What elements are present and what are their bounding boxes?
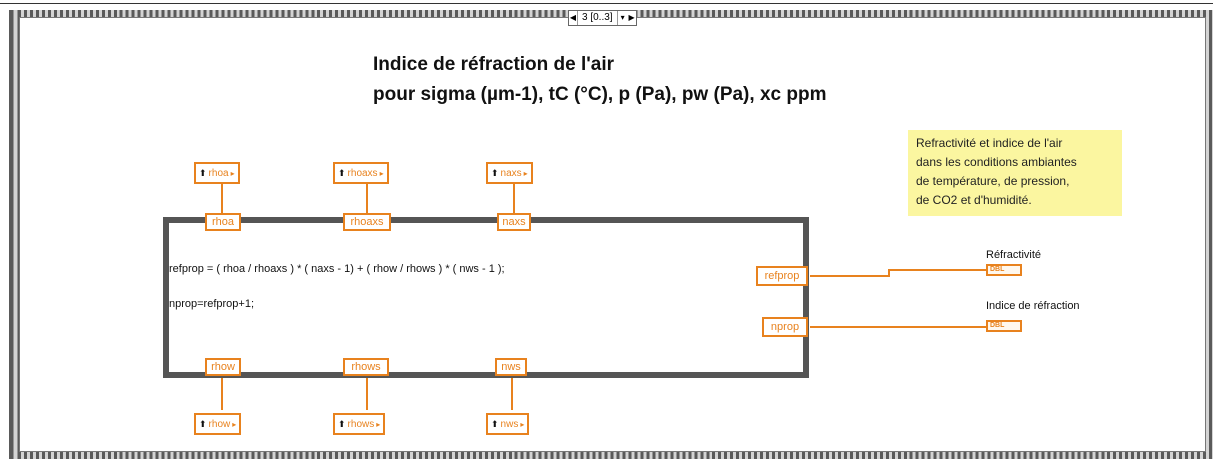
terminal-arrow-icon: ▸: [232, 419, 237, 429]
frame-selector-label[interactable]: 3 [0..3]: [577, 11, 618, 25]
local-variable-icon: ⬆: [491, 167, 499, 178]
comment-line: de température, de pression,: [916, 174, 1070, 188]
local-variable-nws[interactable]: ⬆ nws ▸: [486, 413, 530, 435]
local-variable-icon: ⬆: [491, 418, 499, 429]
formula-expression-line[interactable]: nprop=refprop+1;: [169, 298, 255, 310]
local-variable-label: rhows: [347, 418, 375, 430]
terminal-arrow-icon: ▸: [379, 168, 384, 178]
refractive-index-indicator[interactable]: DBL: [986, 320, 1022, 332]
local-variable-icon: ⬆: [199, 167, 207, 178]
refractivity-indicator[interactable]: DBL: [986, 264, 1022, 276]
indicator-label: Réfractivité: [986, 249, 1042, 261]
terminal-arrow-icon: ▸: [520, 419, 525, 429]
wire[interactable]: [810, 275, 890, 277]
local-variable-label: naxs: [500, 167, 522, 179]
local-variable-label: nws: [500, 418, 519, 430]
formula-input-terminal[interactable]: nws: [495, 358, 527, 376]
diagram-subtitle: pour sigma (µm-1), tC (°C), p (Pa), pw (…: [373, 84, 827, 105]
terminal-arrow-icon: ▸: [523, 168, 528, 178]
local-variable-icon: ⬆: [338, 167, 346, 178]
comment-line: Refractivité et indice de l'air: [916, 136, 1063, 150]
wire[interactable]: [513, 184, 515, 214]
sequence-frame-selector[interactable]: ◀ 3 [0..3] ▾ ▶: [568, 10, 637, 26]
wire[interactable]: [366, 184, 368, 214]
local-variable-label: rhow: [208, 418, 231, 430]
wire[interactable]: [221, 374, 223, 410]
formula-input-terminal[interactable]: rhoa: [205, 213, 241, 231]
formula-output-terminal[interactable]: refprop: [756, 266, 808, 286]
terminal-arrow-icon: ▸: [376, 419, 381, 429]
wire[interactable]: [366, 374, 368, 410]
wire[interactable]: [888, 269, 890, 277]
formula-expression-line[interactable]: refprop = ( rhoa / rhoaxs ) * ( naxs - 1…: [169, 263, 505, 275]
formula-input-terminal[interactable]: rhows: [343, 358, 389, 376]
formula-input-terminal[interactable]: rhow: [205, 358, 241, 376]
formula-output-terminal[interactable]: nprop: [762, 317, 808, 337]
comment-line: de CO2 et d'humidité.: [916, 193, 1032, 207]
local-variable-label: rhoaxs: [347, 167, 378, 179]
wire[interactable]: [890, 269, 988, 271]
formula-node[interactable]: [163, 217, 809, 378]
comment-line: dans les conditions ambiantes: [916, 155, 1077, 169]
wire[interactable]: [511, 374, 513, 410]
frame-dropdown-icon[interactable]: ▾: [620, 13, 625, 22]
increment-frame-icon[interactable]: ▶: [628, 13, 635, 22]
local-variable-rhoaxs[interactable]: ⬆ rhoaxs ▸: [333, 162, 389, 184]
wire[interactable]: [221, 184, 223, 214]
indicator-label: Indice de réfraction: [986, 300, 1080, 312]
top-divider-line: [0, 3, 1213, 4]
comment-label[interactable]: Refractivité et indice de l'air dans les…: [908, 130, 1122, 216]
local-variable-rhow[interactable]: ⬆ rhow ▸: [194, 413, 242, 435]
local-variable-rhows[interactable]: ⬆ rhows ▸: [333, 413, 386, 435]
wire[interactable]: [810, 326, 988, 328]
formula-input-terminal[interactable]: rhoaxs: [343, 213, 391, 231]
local-variable-naxs[interactable]: ⬆ naxs ▸: [486, 162, 533, 184]
formula-input-terminal[interactable]: naxs: [497, 213, 531, 231]
local-variable-rhoa[interactable]: ⬆ rhoa ▸: [194, 162, 240, 184]
decrement-frame-icon[interactable]: ◀: [569, 13, 577, 22]
diagram-title: Indice de réfraction de l'air: [373, 54, 615, 75]
local-variable-label: rhoa: [208, 167, 229, 179]
terminal-arrow-icon: ▸: [230, 168, 235, 178]
local-variable-icon: ⬆: [199, 418, 207, 429]
local-variable-icon: ⬆: [338, 418, 346, 429]
